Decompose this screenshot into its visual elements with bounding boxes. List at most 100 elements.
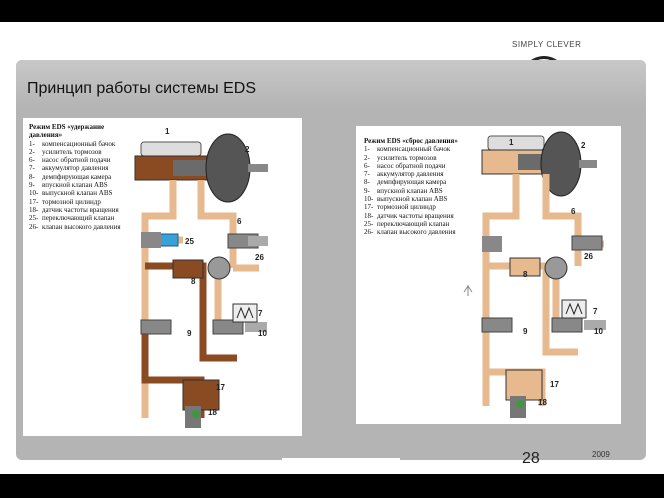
legend-item: 2- усилитель тормозов xyxy=(364,154,464,162)
label-18: 18 xyxy=(538,398,547,407)
year: 2009 xyxy=(592,450,610,459)
label-1: 1 xyxy=(509,138,514,147)
label-10: 10 xyxy=(594,327,603,336)
legend-item: 2- усилитель тормозов xyxy=(29,148,131,156)
legend-item: 17-тормозной цилиндр xyxy=(29,198,131,206)
label-25: 25 xyxy=(185,237,194,246)
legend-item-number: 6- xyxy=(364,161,370,170)
legend-item: 26-клапан высокого давления xyxy=(364,228,464,236)
legend-item-number: 7- xyxy=(364,170,370,179)
legend-item-number: 8- xyxy=(364,178,370,187)
legend-item-number: 2- xyxy=(364,153,370,162)
legend-item: 9- впускной клапан ABS xyxy=(29,181,131,189)
legend-item-text: усилитель тормозов xyxy=(377,153,437,162)
legend-item-number: 25- xyxy=(364,219,374,228)
label-10: 10 xyxy=(258,329,267,338)
label-26: 26 xyxy=(584,252,593,261)
legend-item-number: 18- xyxy=(364,211,374,220)
legend-item-number: 1- xyxy=(364,145,370,154)
hydraulic-diagram-hold xyxy=(134,133,268,428)
legend-item-text: переключающий клапан xyxy=(42,214,115,223)
legend-item-number: 8- xyxy=(29,172,35,181)
legend-item: 8-демпфирующая камера xyxy=(364,178,464,186)
legend-item-text: впускной клапан ABS xyxy=(42,181,108,190)
legend-item: 6- насос обратной подачи xyxy=(29,156,131,164)
legend-item: 26-клапан высокого давления xyxy=(29,223,131,231)
legend-item: 6- насос обратной подачи xyxy=(364,162,464,170)
legend-item-number: 1- xyxy=(29,139,35,148)
label-18: 18 xyxy=(208,408,217,417)
legend-item-text: клапан высокого давления xyxy=(377,228,456,237)
legend-item-text: аккумулятор давления xyxy=(42,164,109,173)
legend-item-number: 10- xyxy=(364,195,374,204)
label-2: 2 xyxy=(245,145,250,154)
legend-item: 8- демпфирующая камера xyxy=(29,173,131,181)
legend-item: 18-датчик частоты вращения xyxy=(29,206,131,214)
legend-item-number: 17- xyxy=(29,197,39,206)
legend-item-number: 6- xyxy=(29,156,35,165)
label-6: 6 xyxy=(237,217,242,226)
legend-item-text: компенсационный бачок xyxy=(42,139,116,148)
legend-item-text: демпфирующая камера xyxy=(42,172,112,181)
legend-heading: Режим EDS «сброс давления» xyxy=(364,137,458,145)
legend-release-pressure: Режим EDS «сброс давления» 1- компенсацио… xyxy=(364,137,464,237)
label-7: 7 xyxy=(258,309,263,318)
legend-item-text: тормозной цилиндр xyxy=(377,203,436,212)
bottom-black-bar xyxy=(0,474,664,498)
legend-item: 7- аккумулятор давления xyxy=(364,170,464,178)
label-8: 8 xyxy=(191,277,196,286)
footer-tab xyxy=(282,458,400,474)
legend-item-text: выпускной клапан ABS xyxy=(377,195,448,204)
hydraulic-diagram-release xyxy=(463,131,606,418)
label-9: 9 xyxy=(523,327,528,336)
legend-item-number: 7- xyxy=(29,164,35,173)
page-number: 28 xyxy=(522,450,540,467)
label-8: 8 xyxy=(523,270,528,279)
legend-item: 25-переключающий клапан xyxy=(29,214,131,222)
legend-item-text: тормозной цилиндр xyxy=(42,197,101,206)
legend-item-text: компенсационный бачок xyxy=(377,145,451,154)
page-title: Принцип работы системы EDS xyxy=(27,80,256,97)
legend-item: 1- компенсационный бачок xyxy=(29,140,131,148)
legend-item: 7- аккумулятор давления xyxy=(29,164,131,172)
legend-item-text: насос обратной подачи xyxy=(377,161,446,170)
legend-item-text: датчик частоты вращения xyxy=(42,205,119,214)
legend-item-text: аккумулятор давления xyxy=(377,170,444,179)
top-black-bar xyxy=(0,0,664,22)
legend-item-number: 18- xyxy=(29,205,39,214)
label-2: 2 xyxy=(581,141,586,150)
legend-hold-pressure: Режим EDS «удержание давления» 1- компенс… xyxy=(29,123,131,231)
label-26: 26 xyxy=(255,253,264,262)
legend-item: 17-тормозной цилиндр xyxy=(364,203,464,211)
legend-item: 10-выпускной клапан ABS xyxy=(364,195,464,203)
label-9: 9 xyxy=(187,329,192,338)
label-1: 1 xyxy=(165,127,170,136)
legend-item: 10-выпускной клапан ABS xyxy=(29,189,131,197)
legend-item-text: датчик частоты вращения xyxy=(377,211,454,220)
legend-heading: Режим EDS «удержание давления» xyxy=(29,123,105,140)
legend-item-number: 17- xyxy=(364,203,374,212)
legend-item-number: 26- xyxy=(29,222,39,231)
panel-header-band xyxy=(16,60,646,108)
legend-item-text: насос обратной подачи xyxy=(42,156,111,165)
label-6: 6 xyxy=(571,207,576,216)
legend-item-number: 25- xyxy=(29,214,39,223)
legend-item-text: впускной клапан ABS xyxy=(377,186,443,195)
label-7: 7 xyxy=(593,307,598,316)
label-17: 17 xyxy=(550,380,559,389)
legend-item-text: клапан высокого давления xyxy=(42,222,121,231)
legend-item: 1- компенсационный бачок xyxy=(364,145,464,153)
legend-item-number: 10- xyxy=(29,189,39,198)
legend-item-number: 2- xyxy=(29,147,35,156)
legend-item-number: 26- xyxy=(364,228,374,237)
legend-item: 9- впускной клапан ABS xyxy=(364,187,464,195)
legend-item-number: 9- xyxy=(29,181,35,190)
legend-item: 25-переключающий клапан xyxy=(364,220,464,228)
brand-slogan: SIMPLY CLEVER xyxy=(512,40,582,49)
legend-item: 18-датчик частоты вращения xyxy=(364,212,464,220)
legend-item-text: усилитель тормозов xyxy=(42,147,102,156)
label-17: 17 xyxy=(216,383,225,392)
legend-item-text: переключающий клапан xyxy=(377,219,450,228)
legend-item-text: выпускной клапан ABS xyxy=(42,189,113,198)
legend-item-number: 9- xyxy=(364,186,370,195)
